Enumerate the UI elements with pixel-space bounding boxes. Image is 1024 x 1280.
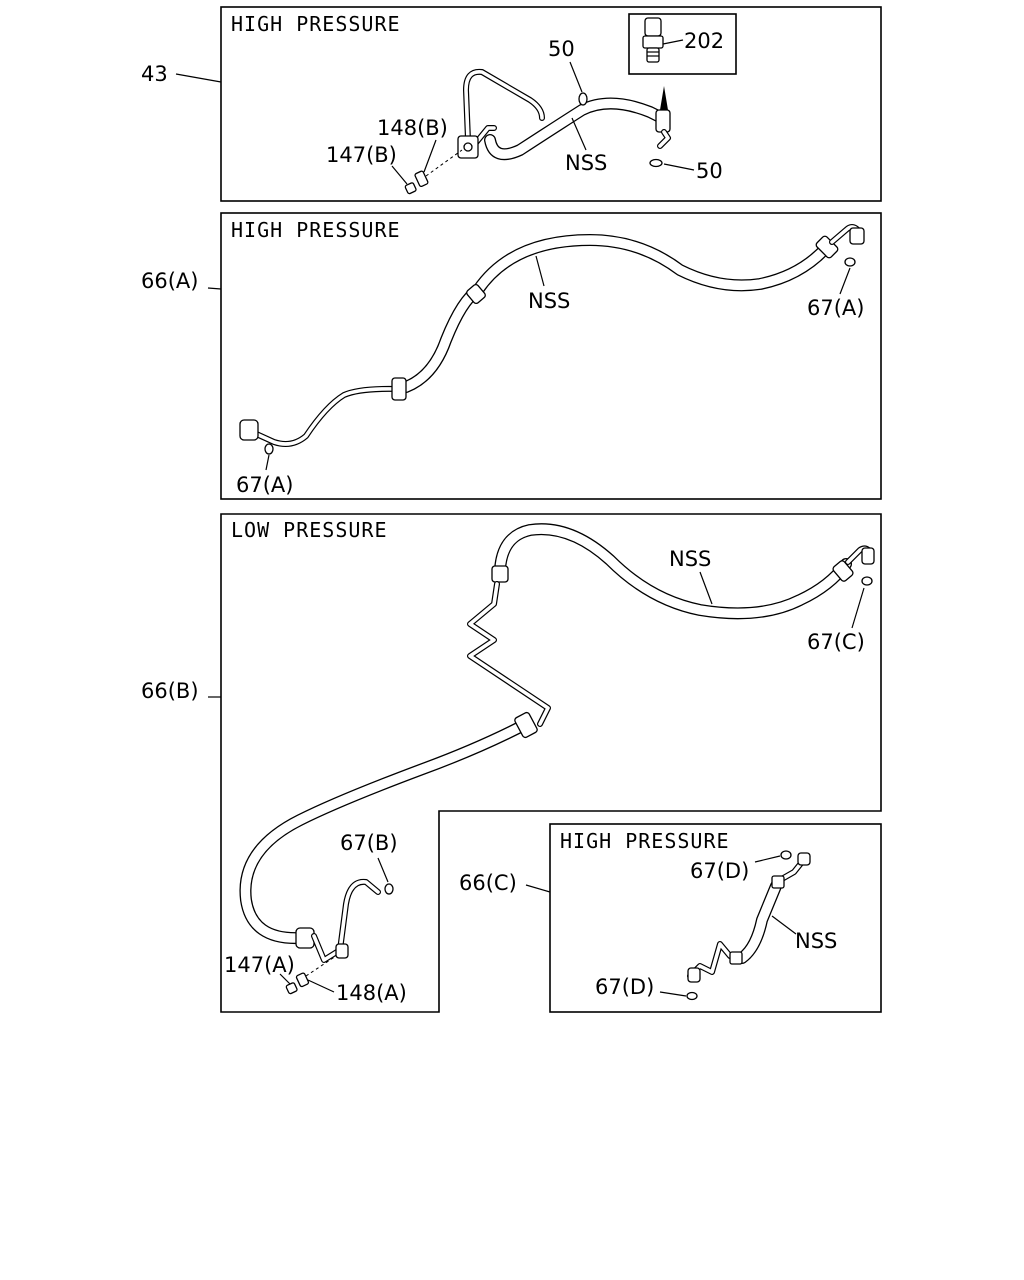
panel-66c-frame xyxy=(549,823,882,1013)
panel-66b-hose-lower xyxy=(239,718,532,945)
callout-nss-top: NSS xyxy=(565,151,607,175)
panel-66b-hose-upper xyxy=(494,523,852,620)
panel-66c-oring-bottom xyxy=(686,991,698,1001)
panel-66a-hose xyxy=(394,234,832,395)
panel-66b-fitting-right xyxy=(861,547,875,565)
callout-147a: 147(A) xyxy=(224,953,295,977)
panel-66b-oring-c xyxy=(861,576,873,586)
panel-43-flange-bolt-hole xyxy=(463,142,473,152)
panel-66c-header: HIGH PRESSURE xyxy=(560,829,730,853)
panel-43-bolt-axis xyxy=(425,149,463,177)
callout-148a-leader xyxy=(307,979,335,993)
callout-67d-top-leader xyxy=(754,855,781,863)
callout-67c-leader xyxy=(851,587,865,629)
panel-43-right-fitting xyxy=(655,86,671,149)
panel-66b-bolt-axis xyxy=(305,955,337,977)
callout-67b-leader xyxy=(377,857,389,883)
panel-66c: HIGH PRESSURE 66(C) 67(D) NSS 67(D) xyxy=(459,823,882,1013)
panel-66a-ref-label: 66(A) xyxy=(141,269,198,293)
callout-nss-66a-leader xyxy=(535,255,545,287)
panel-43-bolt-147b xyxy=(404,182,417,195)
panel-66b-ref-label: 66(B) xyxy=(141,679,199,703)
callout-50-lower-leader xyxy=(663,163,695,171)
callout-nss-66c: NSS xyxy=(795,929,837,953)
panel-66c-oring-top xyxy=(780,850,792,860)
panel-66a-fitting-left xyxy=(239,419,259,441)
panel-66a-pipe-left xyxy=(249,385,401,447)
panel-66a-fitting-right xyxy=(849,227,865,245)
callout-148b: 148(B) xyxy=(377,116,448,140)
panel-66a-header: HIGH PRESSURE xyxy=(231,218,401,242)
callout-202-leader xyxy=(662,39,684,45)
callout-50-lower: 50 xyxy=(696,159,723,183)
callout-50-upper-leader xyxy=(569,61,583,93)
callout-67d-bottom-leader xyxy=(659,991,687,997)
callout-67a-right: 67(A) xyxy=(807,296,864,320)
callout-67d-top: 67(D) xyxy=(690,859,749,883)
callout-202: 202 xyxy=(684,29,724,53)
panel-66b-oring-b xyxy=(384,883,394,895)
panel-43-washer-148b xyxy=(414,170,429,188)
callout-67a-right-leader xyxy=(839,267,851,295)
panel-66b-fitting-bottom xyxy=(335,943,349,959)
panel-66b: LOW PRESSURE 66(B) xyxy=(141,513,882,1013)
callout-148a: 148(A) xyxy=(336,981,407,1005)
panel-43-oring-50-lower xyxy=(649,158,663,168)
callout-67b: 67(B) xyxy=(340,831,398,855)
panel-66c-ref-label: 66(C) xyxy=(459,871,517,895)
panel-43-oring-50-upper xyxy=(578,92,588,106)
panel-66c-ref-leader xyxy=(525,884,551,893)
panel-66c-fitting-top xyxy=(797,852,811,866)
panel-66c-hose xyxy=(736,880,782,964)
panel-66b-frame xyxy=(220,513,882,1013)
panel-66c-ferrule-bottom xyxy=(729,951,743,965)
panel-66a-oring-left xyxy=(264,443,274,455)
pressure-sensor-icon xyxy=(642,17,664,63)
panel-66a-ferrule-mid xyxy=(466,283,486,305)
panel-66a-ref-leader xyxy=(207,287,222,290)
callout-50-upper: 50 xyxy=(548,37,575,61)
panel-66a-ferrule-left xyxy=(391,377,407,401)
panel-66c-ferrule-top xyxy=(771,875,785,889)
callout-67c: 67(C) xyxy=(807,630,865,654)
callout-67a-left: 67(A) xyxy=(236,473,293,497)
panel-66a-oring-right xyxy=(844,257,856,267)
panel-43-ref-leader xyxy=(175,73,222,83)
panel-43-ref-label: 43 xyxy=(141,62,168,86)
callout-147a-leader xyxy=(279,973,291,985)
callout-67d-bottom: 67(D) xyxy=(595,975,654,999)
panel-43-header: HIGH PRESSURE xyxy=(231,12,401,36)
panel-66b-ferrule-right xyxy=(832,560,854,582)
panel-66b-header: LOW PRESSURE xyxy=(231,518,388,542)
panel-66b-bolt-147a xyxy=(285,982,298,995)
sensor-202-box xyxy=(628,13,737,75)
panel-66b-ferrule-top xyxy=(491,565,509,583)
callout-147b-leader xyxy=(391,165,408,185)
panel-66c-fitting-bottom xyxy=(687,967,701,983)
panel-43-sensor-arrow xyxy=(660,86,668,110)
callout-67a-left-leader xyxy=(265,454,270,471)
panel-43: HIGH PRESSURE 43 xyxy=(141,6,882,202)
panel-43-hose xyxy=(484,97,668,161)
panel-66b-ferrule-mid xyxy=(514,711,538,739)
callout-nss-66c-leader xyxy=(771,915,797,935)
panel-43-frame xyxy=(220,6,882,202)
callout-nss-66b: NSS xyxy=(669,547,711,571)
panel-66b-ferrule-bottom xyxy=(295,927,315,949)
callout-nss-top-leader xyxy=(571,117,587,151)
panel-66a-frame xyxy=(220,212,882,500)
callout-nss-66b-leader xyxy=(699,571,713,605)
callout-148b-leader xyxy=(423,139,437,173)
panel-66a: HIGH PRESSURE 66(A) NSS 67(A) 67(A) xyxy=(141,212,882,500)
panel-66b-washer-148a xyxy=(295,972,310,988)
callout-147b: 147(B) xyxy=(326,143,397,167)
panel-66b-pipe-bottom xyxy=(311,878,381,963)
panel-66b-pipe-zigzag xyxy=(467,581,551,727)
callout-nss-66a: NSS xyxy=(528,289,570,313)
